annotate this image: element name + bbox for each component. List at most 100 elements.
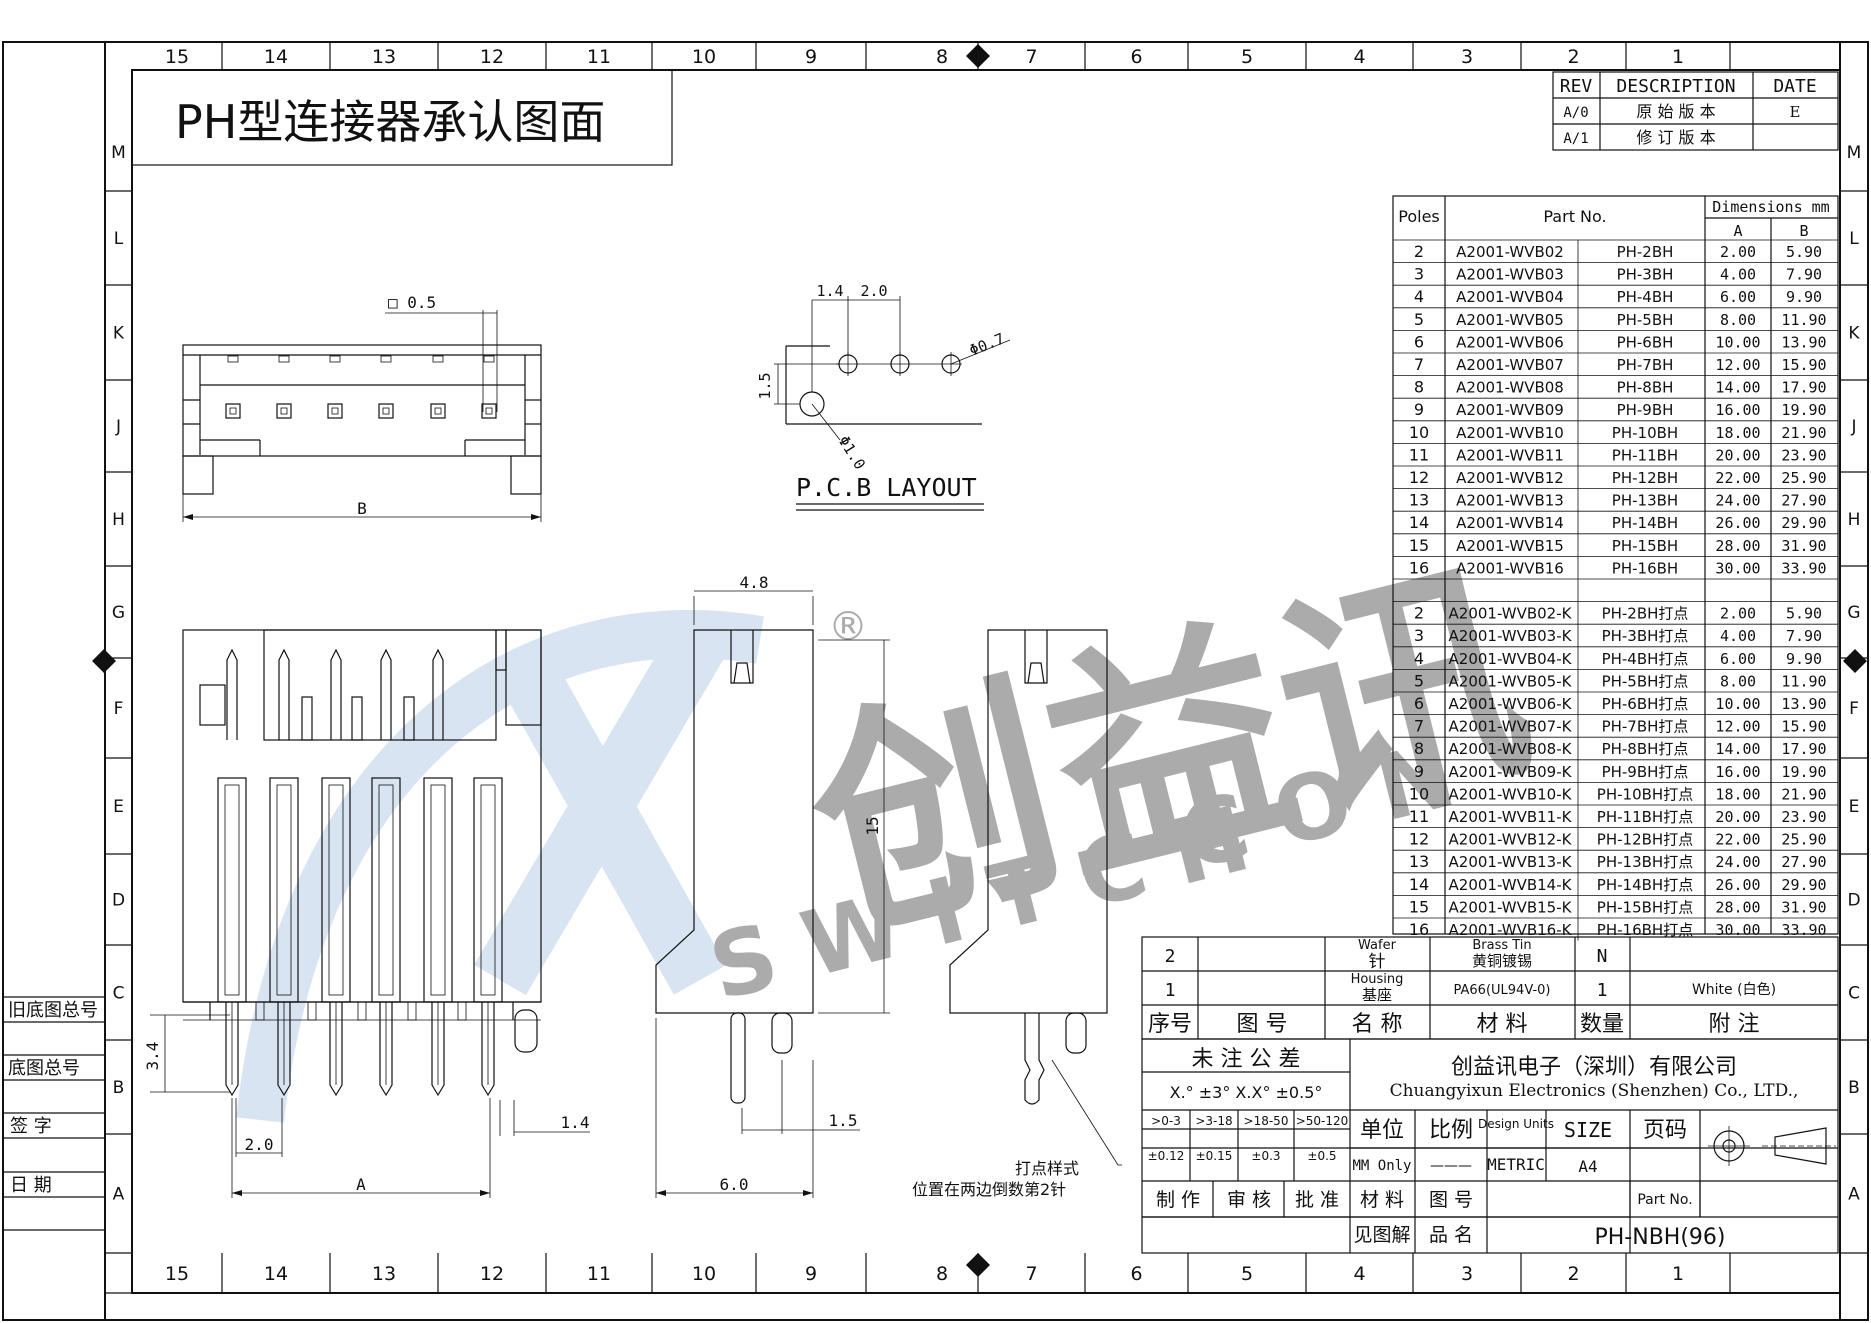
unit-value: MM Only	[1352, 1158, 1411, 1174]
bom-name-en-2: Wafer	[1358, 938, 1397, 953]
note-position: 位置在两边倒数第2针	[912, 1180, 1066, 1199]
tol-range-2: >18-50	[1244, 1114, 1289, 1128]
size-value: A4	[1578, 1157, 1597, 1176]
parts-cell: 6	[1414, 694, 1424, 713]
parts-cell: 14.00	[1715, 740, 1760, 758]
bom-mat-header: 材 料	[1477, 1012, 1528, 1037]
parts-cell: 16.00	[1715, 401, 1760, 419]
parts-cell: 5	[1414, 310, 1424, 329]
parts-cell: A2001-WVB10	[1456, 424, 1564, 442]
parts-cell: 7	[1414, 355, 1424, 374]
design-units: Design Units	[1478, 1117, 1554, 1131]
parts-cell: PH-4BH打点	[1602, 650, 1689, 668]
column-marker: 12	[480, 46, 504, 68]
column-marker: 15	[165, 46, 189, 68]
parts-cell: 12.00	[1715, 356, 1760, 374]
parts-cell: A2001-WVB02	[1456, 243, 1564, 261]
parts-cell: A2001-WVB06	[1456, 333, 1564, 351]
parts-cell: 13	[1409, 491, 1429, 510]
row-marker: H	[112, 510, 125, 530]
row-marker: J	[1850, 417, 1856, 437]
column-marker: 13	[372, 1263, 396, 1285]
parts-cell: PH-11BH打点	[1597, 808, 1693, 826]
column-marker: 6	[1130, 1263, 1142, 1285]
parts-cell: 29.90	[1781, 514, 1826, 532]
parts-cell: 14	[1409, 875, 1429, 894]
row-marker: L	[1849, 229, 1859, 249]
parts-cell: 7.90	[1786, 627, 1822, 645]
parts-cell: 15	[1409, 897, 1429, 916]
projection-symbol	[1708, 1126, 1836, 1166]
row-marker: E	[113, 797, 124, 817]
parts-cell: PH-2BH打点	[1602, 605, 1689, 623]
parts-cell: 11.90	[1781, 672, 1826, 690]
dim-b: B	[357, 499, 367, 518]
parts-cell: A2001-WVB12-K	[1449, 831, 1573, 849]
parts-cell: PH-9BH打点	[1602, 763, 1689, 781]
parts-cell: PH-10BH	[1612, 424, 1678, 442]
parts-cell: 27.90	[1781, 853, 1826, 871]
parts-cell: 17.90	[1781, 379, 1826, 397]
parts-cell: PH-15BH	[1612, 537, 1678, 555]
parts-cell: 27.90	[1781, 492, 1826, 510]
note-dot-style: 打点样式	[1015, 1159, 1079, 1178]
front-view: 3.4 2.0 A 1.4	[143, 629, 590, 1198]
column-marker: 1	[1672, 1263, 1684, 1285]
frame	[2, 41, 1869, 1321]
parts-cell: 25.90	[1781, 469, 1826, 487]
column-marker: 6	[1130, 46, 1142, 68]
parts-cell: 28.00	[1715, 537, 1760, 555]
parts-cell: A2001-WVB02-K	[1449, 605, 1573, 623]
dim-34: 3.4	[143, 1042, 162, 1071]
parts-cell: A2001-WVB15	[1456, 537, 1564, 555]
row-marker: B	[113, 1078, 125, 1098]
column-marker: 9	[805, 46, 817, 68]
parts-cell: 15	[1409, 536, 1429, 555]
parts-cell: A2001-WVB11-K	[1449, 808, 1573, 826]
parts-cell: 30.00	[1715, 921, 1760, 939]
parts-cell: 26.00	[1715, 514, 1760, 532]
parts-cell: 3	[1414, 265, 1424, 284]
parts-cell: A2001-WVB11	[1456, 446, 1564, 464]
parts-cell: 8.00	[1720, 311, 1756, 329]
parts-cell: 25.90	[1781, 831, 1826, 849]
column-marker: 2	[1567, 1263, 1579, 1285]
parts-cell: A2001-WVB09	[1456, 401, 1564, 419]
parts-cell: 9	[1414, 400, 1424, 419]
dim-15c: 1.5	[829, 1111, 858, 1130]
parts-cell: 16	[1409, 920, 1429, 939]
parts-cell: PH-13BH	[1612, 492, 1678, 510]
parts-cell: 31.90	[1781, 898, 1826, 916]
revision-table: REV DESCRIPTION DATE A/0 原 始 版 本 E A/1 修…	[1552, 71, 1839, 151]
bom-name-en-1: Housing	[1351, 972, 1404, 987]
parts-cell: A2001-WVB14	[1456, 514, 1564, 532]
parts-cell: A2001-WVB05	[1456, 311, 1564, 329]
rev-1: A/1	[1563, 131, 1588, 147]
row-marker: E	[1849, 797, 1860, 817]
parts-cell: A2001-WVB07	[1456, 356, 1564, 374]
parts-cell: 3	[1414, 626, 1424, 645]
parts-cell: 6	[1414, 332, 1424, 351]
top-view: B □ 0.5	[182, 293, 542, 522]
row-marker: G	[112, 603, 125, 623]
parts-cell: PH-6BH	[1617, 333, 1674, 351]
parts-cell: 18.00	[1715, 785, 1760, 803]
role-material: 材 料	[1360, 1189, 1404, 1211]
parts-cell: 9.90	[1786, 288, 1822, 306]
rev-0: A/0	[1563, 105, 1588, 121]
tol-title: 未 注 公 差	[1192, 1047, 1301, 1072]
parts-cell: 4	[1414, 649, 1424, 668]
see-drawing: 见图解	[1353, 1224, 1410, 1246]
bom-name-header: 名 称	[1352, 1012, 1403, 1037]
dim-48: 4.8	[740, 573, 769, 592]
parts-cell: 8.00	[1720, 672, 1756, 690]
partno-header: Part No.	[1543, 207, 1606, 226]
parts-cell: 31.90	[1781, 537, 1826, 555]
parts-cell: PH-13BH打点	[1597, 853, 1693, 871]
title-box: PH型连接器承认图面	[131, 69, 673, 166]
parts-cell: PH-11BH	[1612, 446, 1678, 464]
dim-14b: 1.4	[561, 1113, 590, 1132]
